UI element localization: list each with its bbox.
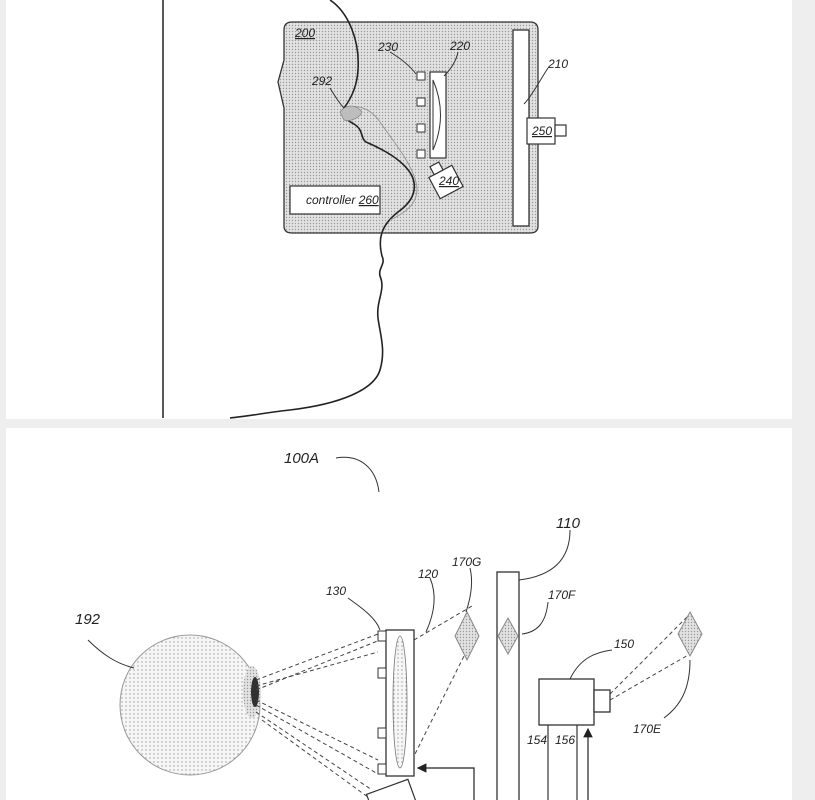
label-170F: 170F — [548, 588, 576, 602]
leader-210 — [523, 67, 549, 105]
label-154: 154 — [527, 733, 547, 747]
emitter-230-4 — [416, 149, 426, 159]
emitter-130-4 — [377, 763, 387, 775]
leader-130 — [347, 597, 381, 631]
label-250: 250 — [531, 124, 552, 138]
label-130: 130 — [326, 584, 346, 598]
label-210: 210 — [547, 57, 568, 71]
label-200: 200 — [294, 26, 315, 40]
leader-192 — [87, 639, 135, 669]
leader-170F — [521, 601, 549, 635]
leader-220 — [443, 51, 459, 77]
emitter-130-3 — [377, 727, 387, 739]
camera-150-lens — [593, 689, 611, 713]
light-rays — [255, 605, 691, 800]
label-100A: 100A — [284, 450, 319, 467]
controller-label: controller 260 — [306, 193, 379, 207]
emitter-230-1 — [416, 71, 426, 81]
label-156: 156 — [555, 733, 575, 747]
bottom-figure: 100A 192 — [75, 450, 703, 800]
leader-170E — [663, 659, 691, 719]
label-170G: 170G — [452, 555, 481, 569]
label-292: 292 — [311, 74, 332, 88]
label-150: 150 — [614, 637, 634, 651]
label-230: 230 — [377, 40, 398, 54]
emitter-230-3 — [416, 123, 426, 133]
display-camera-250-lens — [554, 124, 567, 137]
label-170E: 170E — [633, 722, 662, 736]
emitter-130-1 — [377, 630, 387, 642]
top-figure: controller 260 200 230 220 210 292 250 2… — [162, 0, 568, 419]
lens-220 — [432, 79, 441, 151]
eye-region-blob — [339, 105, 363, 121]
leader-150 — [569, 649, 613, 680]
object-170F — [497, 616, 519, 656]
controller-260-box — [289, 185, 381, 215]
display-camera-250 — [526, 117, 556, 145]
lens-120 — [392, 635, 408, 769]
leader-100A — [335, 456, 380, 493]
object-170G — [454, 610, 480, 662]
emitter-130-2 — [377, 667, 387, 679]
label-220: 220 — [449, 39, 470, 53]
camera-240 — [428, 161, 464, 200]
eye-region-path — [345, 106, 418, 221]
emitter-230-2 — [416, 97, 426, 107]
object-170E — [677, 610, 703, 658]
eye-192 — [119, 634, 261, 776]
display-panel-110 — [496, 571, 520, 800]
device-housing — [277, 21, 539, 234]
leader-292 — [329, 87, 345, 109]
eye-camera — [365, 778, 419, 800]
label-240: 240 — [438, 174, 459, 188]
eye-192-pupil — [251, 677, 259, 707]
leader-120 — [425, 577, 435, 633]
camera-150 — [538, 678, 595, 726]
label-192: 192 — [75, 611, 101, 628]
label-110: 110 — [556, 515, 581, 532]
leader-110 — [518, 529, 571, 581]
leader-230 — [389, 51, 417, 75]
feedback-arrow — [416, 763, 475, 800]
label-120: 120 — [418, 567, 438, 581]
leader-170G — [465, 567, 473, 613]
